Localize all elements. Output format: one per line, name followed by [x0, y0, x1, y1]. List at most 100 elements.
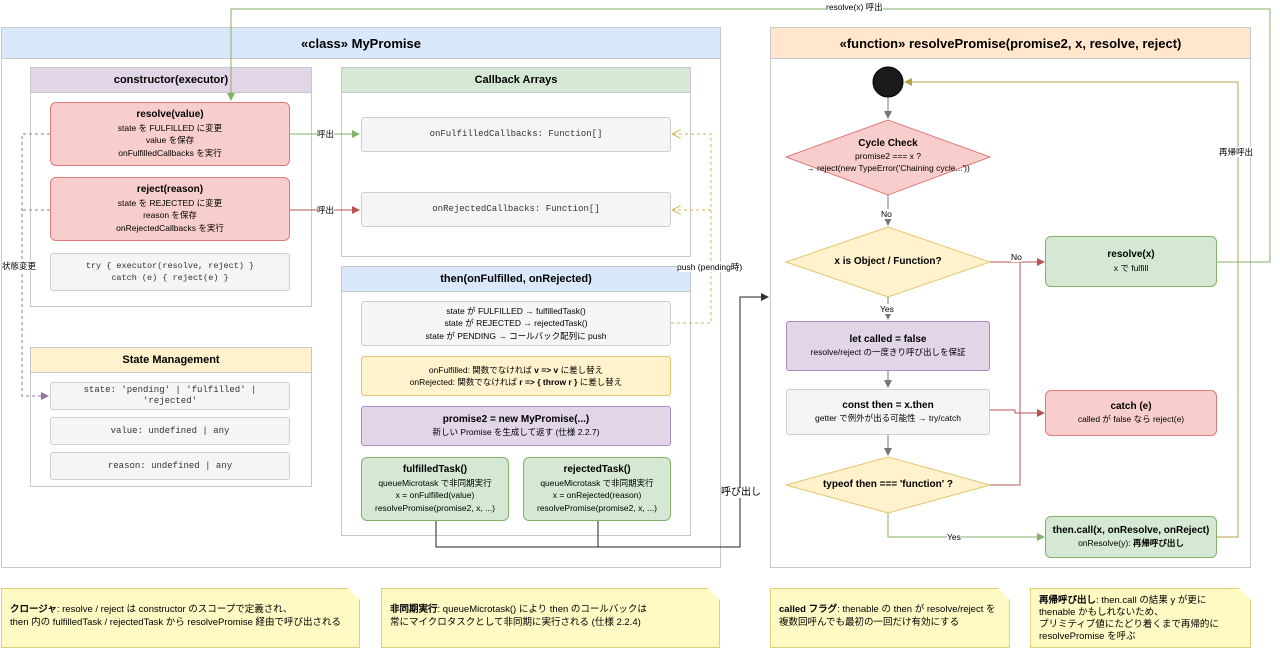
- rejected-task-line: queueMicrotask で非同期実行: [540, 477, 654, 488]
- note-async-rest: : queueMicrotask() により then のコールバックは: [437, 604, 647, 615]
- label-yes-1: Yes: [880, 304, 894, 314]
- on-rejected-callbacks-box: onRejectedCallbacks: Function[]: [361, 192, 671, 227]
- note-async-bold: 非同期実行: [390, 604, 438, 615]
- label-invoke: 呼び出し: [721, 487, 761, 498]
- constructor-title: constructor(executor): [113, 74, 229, 86]
- replace-rejected-b: r => { throw r }: [519, 377, 578, 387]
- reason-field-box: reason: undefined | any: [50, 452, 290, 480]
- resolve-value-line: onFulfilledCallbacks を実行: [118, 147, 222, 158]
- replace-fulfilled-a: onFulfilled: 関数でなければ: [428, 364, 535, 375]
- label-yes-2: Yes: [947, 532, 961, 542]
- let-called-title: let called = false: [849, 333, 927, 345]
- resolve-value-title: resolve(value): [136, 109, 204, 120]
- fulfilled-task-title: fulfilledTask(): [402, 464, 468, 475]
- note-called-line2: 複数回呼んでも最初の一回だけ有効にする: [779, 617, 960, 628]
- note-closure-bold: クロージャ: [10, 604, 57, 615]
- note-fold: [708, 588, 720, 600]
- edge-constthen-catch: [990, 409, 1045, 417]
- value-field-box: value: undefined | any: [50, 417, 290, 445]
- label-no-1: No: [881, 209, 892, 219]
- resolve-promise-title-text: «function» resolvePromise(promise2, x, r…: [839, 35, 1182, 51]
- replace-rejected-a: onRejected: 関数でなければ: [409, 377, 520, 387]
- resolve-x-box: resolve(x) x で fulfill: [1045, 236, 1217, 287]
- value-field: value: undefined | any: [110, 425, 230, 436]
- note-closure: クロージャ: resolve / reject は constructor のス…: [1, 588, 360, 648]
- note-recursion-line1: 再帰呼び出し: then.call の結果 y が更に: [1039, 595, 1242, 607]
- note-called-rest: : thenable の then が resolve/reject を: [837, 604, 996, 615]
- edge-recursive: [904, 78, 1239, 538]
- note-recursion-bold: 再帰呼び出し: [1039, 595, 1097, 606]
- note-closure-line2: then 内の fulfilledTask / rejectedTask から …: [10, 617, 342, 628]
- constructor-header: constructor(executor): [31, 68, 311, 93]
- is-object-text: x is Object / Function?: [834, 256, 942, 267]
- then-call-line-a: onResolve(y):: [1078, 538, 1133, 548]
- fulfilled-task-line: x = onFulfilled(value): [395, 490, 475, 500]
- note-async: 非同期実行: queueMicrotask() により then のコールバック…: [381, 588, 720, 648]
- on-rejected-callbacks: onRejectedCallbacks: Function[]: [432, 204, 600, 215]
- then-header: then(onFulfilled, onRejected): [342, 267, 690, 292]
- catch-e-title: catch (e): [1110, 400, 1152, 412]
- fulfilled-task-line: resolvePromise(promise2, x, ...): [375, 502, 495, 513]
- catch-e-box: catch (e) called が false なら reject(e): [1045, 390, 1217, 436]
- resolve-promise-title: «function» resolvePromise(promise2, x, r…: [771, 28, 1250, 59]
- reject-reason-title: reject(reason): [136, 184, 204, 195]
- catch-e-line: called が false なら reject(e): [1077, 414, 1185, 424]
- note-fold: [998, 588, 1010, 600]
- reject-reason-line: state を REJECTED に変更: [117, 197, 223, 208]
- const-then-box: const then = x.then getter で例外が出る可能性 → t…: [786, 389, 990, 435]
- state-field-line: 'rejected': [142, 396, 197, 406]
- cycle-check-line: → reject(new TypeError('Chaining cycle..…: [806, 163, 970, 173]
- label-call-2: 呼出: [317, 205, 335, 215]
- rejected-task-box: rejectedTask() queueMicrotask で非同期実行 x =…: [523, 457, 671, 521]
- resolve-value-box: resolve(value) state を FULFILLED に変更 val…: [50, 102, 290, 166]
- replace-line-fulfilled: onFulfilled: 関数でなければ v => v に差し替え: [429, 364, 603, 377]
- let-called-line: resolve/reject の一度きり呼び出しを保証: [810, 347, 966, 357]
- cycle-check-title: Cycle Check: [858, 138, 918, 149]
- edge-resolve-x-call: [227, 8, 1271, 263]
- note-recursion-line3: プリミティブ値にたどり着くまで再帰的に: [1039, 619, 1219, 630]
- reason-field: reason: undefined | any: [107, 460, 233, 471]
- note-recursion-rest: : then.call の結果 y が更に: [1096, 595, 1207, 606]
- state-field-line: state: 'pending' | 'fulfilled' |: [83, 385, 257, 395]
- callback-arrays-header: Callback Arrays: [342, 68, 690, 93]
- then-call-line-b: 再帰呼び出し: [1132, 538, 1184, 548]
- then-call-line: onResolve(y): 再帰呼び出し: [1078, 537, 1184, 550]
- mypromise-title-text: «class» MyPromise: [301, 35, 421, 51]
- mypromise-title: «class» MyPromise: [2, 28, 720, 59]
- resolve-value-line: state を FULFILLED に変更: [117, 122, 223, 133]
- cycle-check-line: promise2 === x ?: [855, 151, 921, 161]
- rejected-task-line: resolvePromise(promise2, x, ...): [537, 502, 657, 513]
- then-title: then(onFulfilled, onRejected): [440, 273, 592, 285]
- then-state-box: state が FULFILLED → fulfilledTask() stat…: [361, 301, 671, 346]
- state-management-header: State Management: [31, 348, 311, 373]
- edge-push-pending: [671, 134, 712, 324]
- label-push-pending: push (pending時): [677, 262, 743, 272]
- note-fold: [348, 588, 360, 600]
- then-replace-box: onFulfilled: 関数でなければ v => v に差し替え onReje…: [361, 356, 671, 396]
- try-line: try { executor(resolve, reject) }: [85, 260, 255, 271]
- then-state-line: state が REJECTED → rejectedTask(): [444, 318, 588, 329]
- try-catch-box: try { executor(resolve, reject) } catch …: [50, 253, 290, 291]
- note-recursion: 再帰呼び出し: then.call の結果 y が更に thenable かもし…: [1030, 588, 1251, 648]
- note-async-line2: 常にマイクロタスクとして非同期に実行される (仕様 2.2.4): [390, 617, 641, 628]
- catch-line: catch (e) { reject(e) }: [111, 273, 229, 283]
- promise2-box: promise2 = new MyPromise(...) 新しい Promis…: [361, 406, 671, 446]
- then-call-title: then.call(x, onResolve, onReject): [1052, 524, 1210, 536]
- resolve-promise-frame: «function» resolvePromise(promise2, x, r…: [770, 27, 1251, 568]
- resolve-x-line: x で fulfill: [1113, 262, 1149, 273]
- on-fulfilled-callbacks: onFulfilledCallbacks: Function[]: [429, 129, 603, 140]
- rejected-task-line: x = onRejected(reason): [552, 490, 642, 500]
- note-fold: [1239, 588, 1251, 600]
- reject-reason-line: onRejectedCallbacks を実行: [116, 222, 224, 233]
- then-call-box: then.call(x, onResolve, onReject) onReso…: [1045, 516, 1217, 558]
- label-state-change: 状態変更: [2, 261, 37, 271]
- label-call-1: 呼出: [317, 129, 335, 139]
- resolve-value-line: value を保存: [145, 135, 195, 145]
- label-resolve-x-call: resolve(x) 呼出: [826, 2, 883, 12]
- edge-invoke: [435, 293, 769, 548]
- note-async-line1: 非同期実行: queueMicrotask() により then のコールバック…: [390, 603, 711, 616]
- promise2-title: promise2 = new MyPromise(...): [442, 413, 590, 425]
- rejected-task-title: rejectedTask(): [563, 464, 631, 475]
- start-node: [872, 66, 904, 98]
- promise2-line: 新しい Promise を生成して返す (仕様 2.2.7): [432, 427, 600, 437]
